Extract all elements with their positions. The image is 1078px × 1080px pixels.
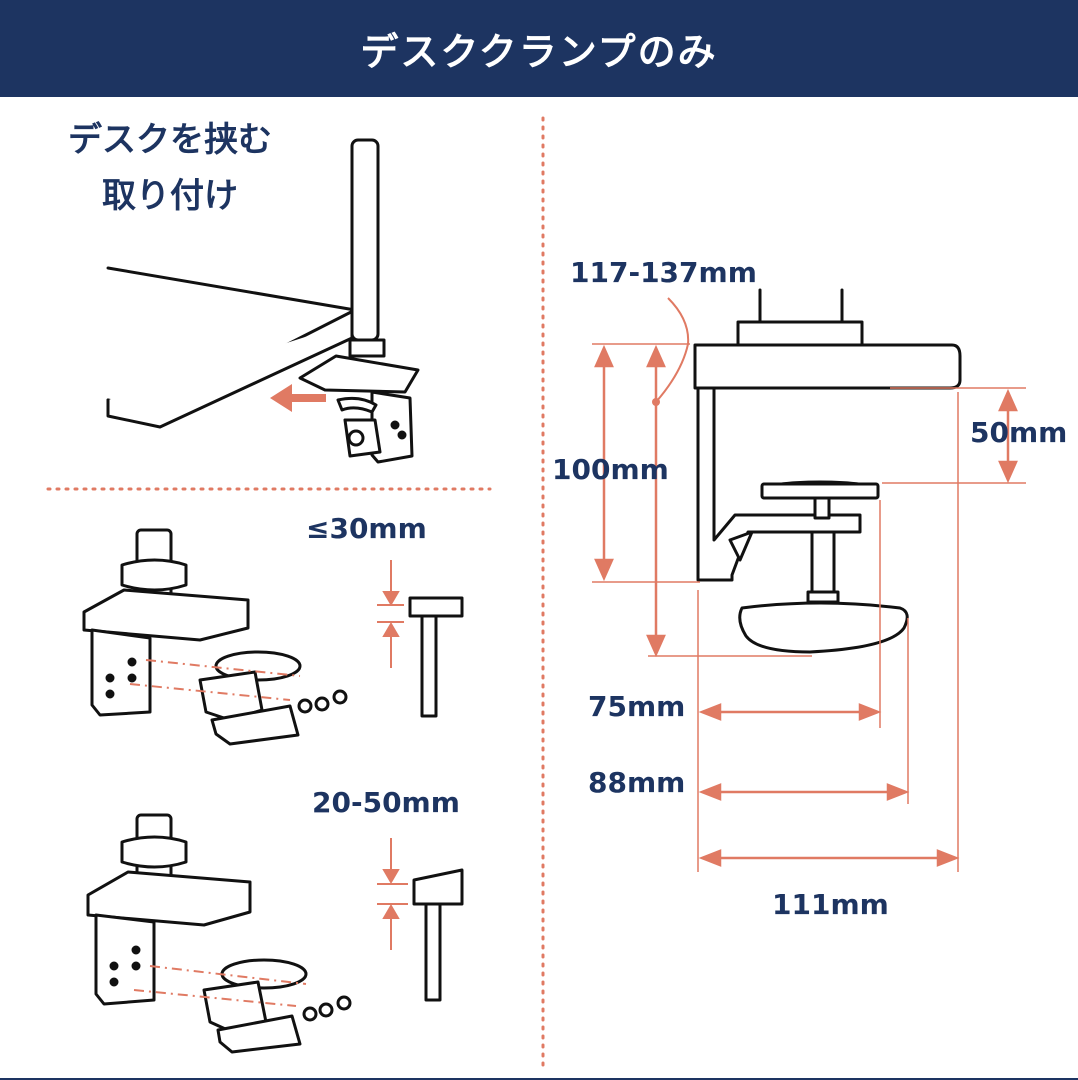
thin-desk-clamp-illustration bbox=[82, 528, 464, 746]
dimension-extension-lines bbox=[592, 343, 1026, 872]
depth-50-label: 50mm bbox=[970, 416, 1068, 449]
width-88-label: 88mm bbox=[588, 766, 686, 799]
desk-mount-illustration bbox=[106, 138, 420, 464]
thick-desk-label: 20-50mm bbox=[312, 786, 460, 819]
header-bar: デスククランプのみ bbox=[0, 0, 1078, 97]
mount-caption-line1: デスクを挟む bbox=[68, 120, 272, 160]
insert-arrow bbox=[270, 384, 326, 412]
width-75-label: 75mm bbox=[588, 690, 686, 723]
clamp-side-view bbox=[693, 288, 962, 654]
thick-desk-align-lines bbox=[133, 965, 307, 1007]
mount-caption: デスクを挟む 取り付け bbox=[52, 112, 288, 224]
bottom-border bbox=[0, 1078, 1078, 1080]
height-100-label: 100mm bbox=[552, 453, 669, 486]
thin-desk-align-lines bbox=[129, 659, 301, 701]
clamp-range-label: 117-137mm bbox=[570, 256, 757, 289]
dimension-arrows bbox=[594, 344, 1018, 867]
mount-caption-line2: 取り付け bbox=[102, 176, 238, 216]
thin-desk-thickness-arrows bbox=[377, 560, 404, 668]
clamp-range-leader bbox=[655, 297, 690, 403]
thin-desk-label: ≤30mm bbox=[306, 512, 427, 545]
thick-desk-thickness-arrows bbox=[377, 838, 408, 950]
thick-desk-clamp-illustration bbox=[86, 813, 464, 1054]
width-111-label: 111mm bbox=[772, 888, 889, 921]
page-title: デスククランプのみ bbox=[360, 30, 718, 74]
